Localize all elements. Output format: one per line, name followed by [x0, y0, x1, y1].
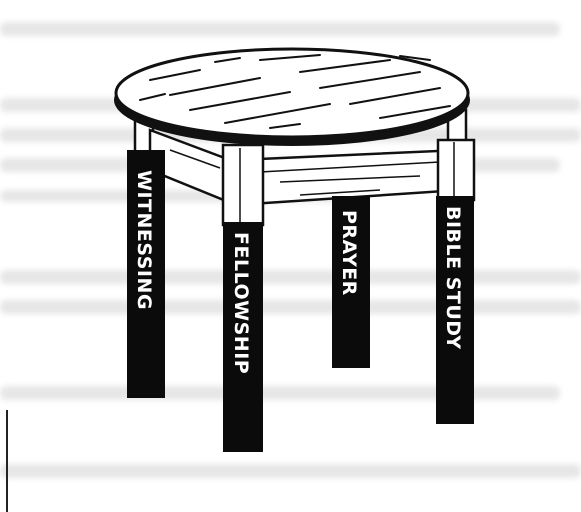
leg-prayer: PRAYER: [332, 196, 370, 368]
leg-label-fellowship: FELLOWSHIP: [230, 232, 252, 374]
leg-bible-study: BIBLE STUDY: [436, 196, 474, 424]
table-top: [114, 49, 470, 146]
leg-label-prayer: PRAYER: [338, 210, 360, 296]
leg-fellowship: FELLOWSHIP: [223, 222, 263, 452]
leg-witnessing: WITNESSING: [127, 150, 165, 398]
leg-label-bible-study: BIBLE STUDY: [442, 206, 464, 349]
leg-label-witnessing: WITNESSING: [133, 170, 155, 310]
